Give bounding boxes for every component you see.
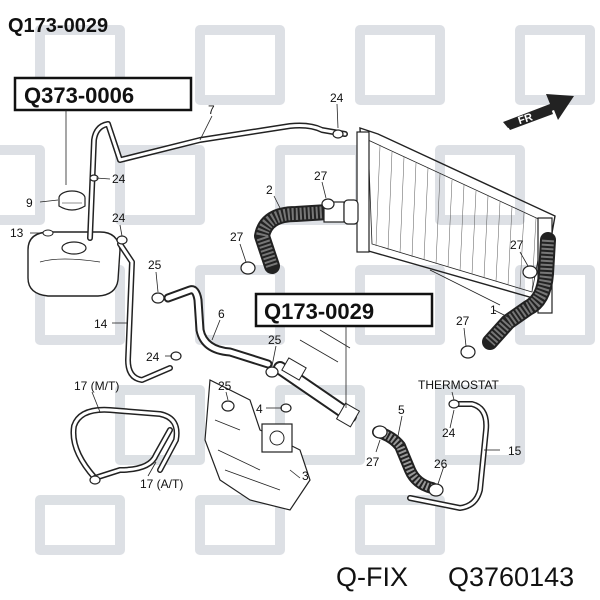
- label-24-hose14: 24: [146, 350, 160, 364]
- label-25-left: 25: [148, 258, 162, 272]
- label-25-lower: 25: [218, 379, 232, 393]
- label-15: 15: [508, 444, 522, 458]
- label-17-at: 17 (A/T): [140, 477, 183, 491]
- header-part-code: Q173-0029: [8, 15, 108, 37]
- label-27-upper: 27: [314, 169, 328, 183]
- label-27-bottom: 27: [366, 455, 380, 469]
- fr-label: FR: [517, 111, 535, 127]
- label-6: 6: [218, 307, 225, 321]
- label-1: 1: [490, 303, 497, 317]
- hose-7: [87, 121, 348, 241]
- hose-14: [117, 241, 173, 383]
- hose-17: [70, 406, 180, 481]
- label-27-right: 27: [510, 238, 524, 252]
- label-27-hose1: 27: [456, 314, 470, 328]
- label-24-right: 24: [442, 426, 456, 440]
- label-7: 7: [208, 103, 215, 117]
- hose-15: [407, 401, 490, 511]
- hose-2: [254, 199, 359, 274]
- label-9: 9: [26, 196, 33, 210]
- hose-5: [372, 426, 438, 494]
- leader-lines: [30, 103, 529, 485]
- label-thermostat: THERMOSTAT: [418, 378, 500, 392]
- thermostat-pipe: [273, 329, 361, 428]
- label-24-cap: 24: [112, 172, 126, 186]
- label-2: 2: [266, 183, 273, 197]
- callout-top-box: Q373-0006: [13, 76, 193, 112]
- label-13: 13: [10, 226, 24, 240]
- label-3: 3: [302, 469, 309, 483]
- reservoir-tank: [27, 229, 121, 297]
- label-26: 26: [434, 457, 448, 471]
- label-14: 14: [94, 317, 108, 331]
- label-24-tank: 24: [112, 211, 126, 225]
- label-4: 4: [256, 402, 263, 416]
- footer-brand: Q-FIX: [336, 562, 408, 592]
- label-27-hose2: 27: [230, 230, 244, 244]
- callout-top-text: Q373-0006: [24, 83, 134, 108]
- reservoir-cap: [58, 190, 86, 211]
- fr-arrow-icon: FR: [503, 94, 574, 130]
- hose-6: [163, 285, 273, 369]
- callout-mid-text: Q173-0029: [264, 299, 374, 324]
- part-labels: 7 24 24 9 13 24 27 2 27 25 14 6 24 25 17…: [10, 91, 524, 491]
- hose-1: [482, 232, 556, 350]
- callout-mid-box: Q173-0029: [254, 292, 434, 328]
- label-17-mt: 17 (M/T): [74, 379, 119, 393]
- label-5: 5: [398, 403, 405, 417]
- label-25-mid: 25: [268, 333, 282, 347]
- footer-part-number: Q3760143: [448, 562, 574, 592]
- label-24-top: 24: [330, 91, 344, 105]
- engine-block: [204, 379, 311, 511]
